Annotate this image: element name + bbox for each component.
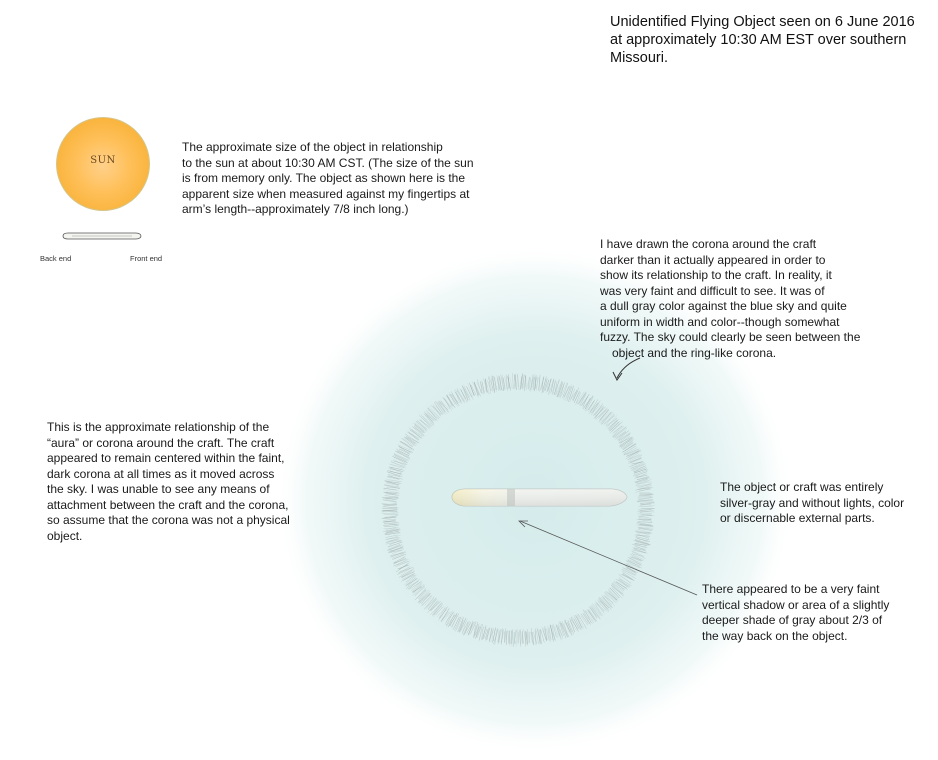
craft xyxy=(451,488,628,507)
corona-note-line: darker than it actually appeared in orde… xyxy=(600,252,826,267)
aura-note-line: attachment between the craft and the cor… xyxy=(47,497,289,512)
aura-note-line: “aura” or corona around the craft. The c… xyxy=(47,435,275,450)
sun-icon: SUN xyxy=(56,117,150,211)
corona-ring xyxy=(381,373,655,647)
title-line: Unidentified Flying Object seen on 6 Jun… xyxy=(610,14,915,30)
size-note-line: The approximate size of the object in re… xyxy=(182,140,443,154)
title-line: Missouri. xyxy=(610,50,669,66)
shadow-note-line: There appeared to be a very faint xyxy=(702,582,880,596)
craft-note-line: or discernable external parts. xyxy=(720,511,875,525)
aura-note-line: This is the approximate relationship of … xyxy=(47,420,270,434)
corona-note-line: object and the ring-like corona. xyxy=(612,345,777,360)
size-note-line: is from memory only. The object as shown… xyxy=(182,171,466,185)
craft-note: The object or craft was entirely silver-… xyxy=(720,480,904,527)
size-note-line: apparent size when measured against my f… xyxy=(182,186,470,201)
shadow-note-line: vertical shadow or area of a slightly xyxy=(702,597,890,612)
corona-note-line: was very faint and difficult to see. It … xyxy=(600,283,825,298)
corona-note-line: a dull gray color against the blue sky a… xyxy=(600,299,847,313)
aura-note-line: appeared to remain centered within the f… xyxy=(47,451,285,465)
shadow-note-line: deeper shade of gray about 2/3 of xyxy=(702,613,883,627)
sun-label: SUN xyxy=(90,154,116,166)
aura-note-line: object. xyxy=(47,528,83,543)
aura-note-line: the sky. I was unable to see any means o… xyxy=(47,482,270,496)
mini-craft-icon xyxy=(62,232,142,240)
corona-note-line: show its relationship to the craft. In r… xyxy=(600,268,832,282)
aura-note: This is the approximate relationship of … xyxy=(47,420,290,544)
craft-note-line: silver-gray and without lights, color xyxy=(720,495,905,510)
shadow-band xyxy=(507,489,515,506)
page-title: Unidentified Flying Object seen on 6 Jun… xyxy=(610,13,915,67)
size-note: The approximate size of the object in re… xyxy=(182,140,474,218)
title-line: at approximately 10:30 AM EST over south… xyxy=(610,32,907,48)
shadow-note-line: the way back on the object. xyxy=(702,628,848,643)
craft-note-line: The object or craft was entirely xyxy=(720,480,884,494)
size-note-line: to the sun at about 10:30 AM CST. (The s… xyxy=(182,155,474,170)
corona-note-line: I have drawn the corona around the craft xyxy=(600,237,817,251)
aura-note-line: so assume that the corona was not a phys… xyxy=(47,513,290,527)
corona-note-line: fuzzy. The sky could clearly be seen bet… xyxy=(600,330,861,344)
corona-pointer-arrow xyxy=(616,357,641,379)
shadow-note: There appeared to be a very faint vertic… xyxy=(702,582,889,644)
shadow-pointer-line xyxy=(519,520,698,596)
back-end-label: Back end xyxy=(40,254,72,263)
size-note-line: arm’s length--approximately 7/8 inch lon… xyxy=(182,202,409,216)
front-end-label: Front end xyxy=(130,254,163,263)
corona-note: I have drawn the corona around the craft… xyxy=(600,237,860,361)
sun-sketch: SUN xyxy=(56,117,150,211)
aura-note-line: dark corona at all times as it moved acr… xyxy=(47,466,275,481)
corona-note-line: uniform in width and color--though somew… xyxy=(600,314,840,329)
